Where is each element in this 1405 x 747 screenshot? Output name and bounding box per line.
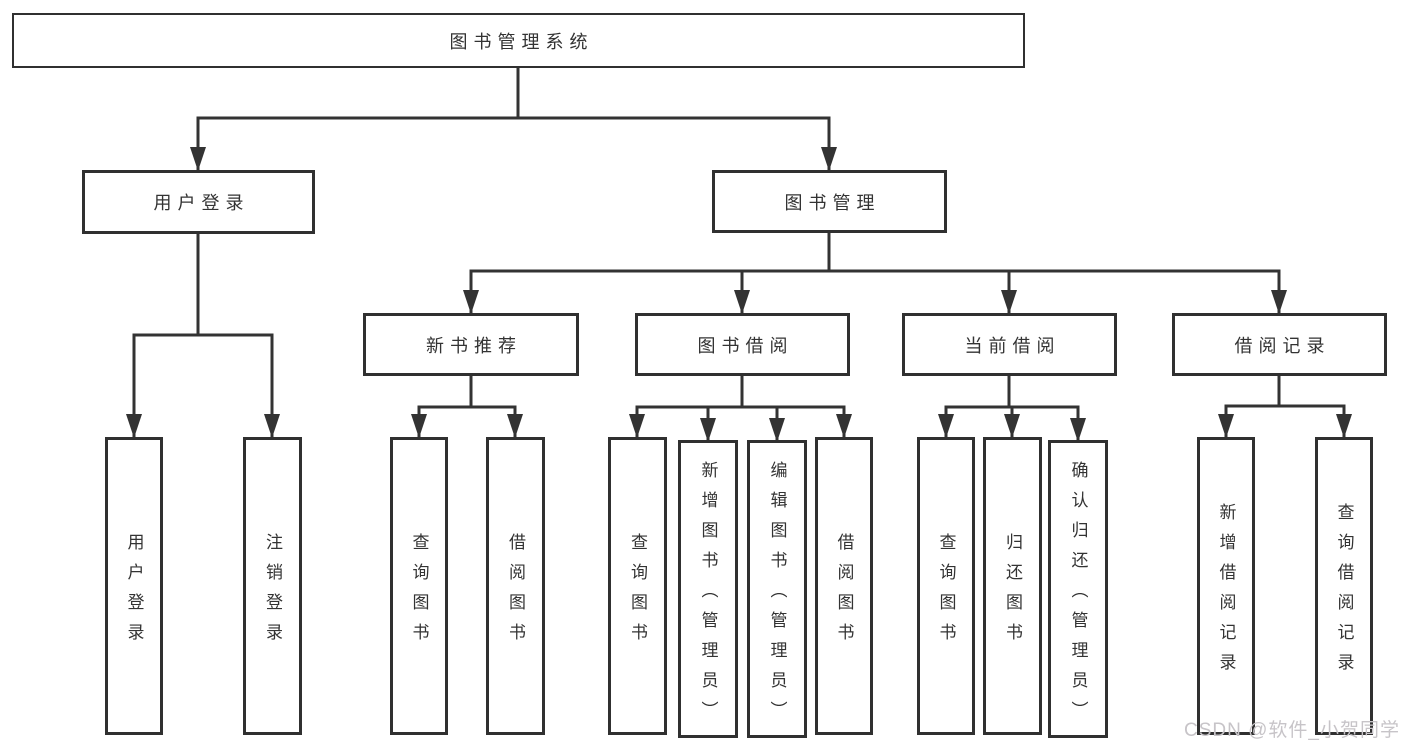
leaf-user-login: 用户登录 [105, 437, 163, 735]
node-book-mgmt-label: 图书管理 [784, 192, 881, 213]
leaf-newbook-borrow: 借阅图书 [486, 437, 545, 735]
node-book-borrow-label: 图书借阅 [697, 335, 794, 356]
leaf-newbook-query: 查询图书 [390, 437, 448, 735]
leaf-borrow-book: 借阅图书 [815, 437, 873, 735]
leaf-record-query: 查询借阅记录 [1315, 437, 1373, 735]
leaf-borrow-edit-admin-label: 编辑图书（管理员） [767, 460, 787, 731]
leaf-borrow-query: 查询图书 [608, 437, 667, 735]
leaf-record-add: 新增借阅记录 [1197, 437, 1255, 735]
leaf-record-query-label: 查询借阅记录 [1334, 502, 1354, 683]
node-current-borrow: 当前借阅 [902, 313, 1117, 376]
node-book-borrow: 图书借阅 [635, 313, 850, 376]
node-borrow-record: 借阅记录 [1172, 313, 1387, 376]
node-new-book-rec-label: 新书推荐 [426, 335, 522, 356]
node-user-login: 用户登录 [82, 170, 315, 234]
node-root-label: 图书管理系统 [449, 31, 594, 52]
leaf-logout-label: 注销登录 [263, 532, 282, 653]
leaf-borrow-book-label: 借阅图书 [834, 532, 854, 653]
leaf-user-login-label: 用户登录 [124, 532, 144, 653]
leaf-newbook-borrow-label: 借阅图书 [506, 532, 525, 653]
leaf-current-return-label: 归还图书 [1003, 532, 1022, 653]
leaf-borrow-query-label: 查询图书 [628, 532, 647, 653]
node-user-login-label: 用户登录 [153, 193, 250, 213]
leaf-newbook-query-label: 查询图书 [409, 532, 429, 653]
node-root: 图书管理系统 [12, 13, 1025, 68]
arrowhead-icons [126, 147, 1352, 442]
node-new-book-rec: 新书推荐 [363, 313, 579, 376]
node-current-borrow-label: 当前借阅 [964, 335, 1061, 356]
leaf-borrow-add-admin: 新增图书（管理员） [678, 440, 738, 738]
watermark: CSDN @软件_小贺同学 [1184, 720, 1400, 741]
node-borrow-record-label: 借阅记录 [1234, 335, 1331, 356]
connector-segments [132, 68, 1346, 443]
leaf-current-return: 归还图书 [983, 437, 1042, 735]
leaf-record-add-label: 新增借阅记录 [1216, 502, 1236, 683]
leaf-current-query: 查询图书 [917, 437, 975, 735]
leaf-borrow-edit-admin: 编辑图书（管理员） [747, 440, 807, 738]
leaf-logout: 注销登录 [243, 437, 302, 735]
leaf-borrow-add-admin-label: 新增图书（管理员） [698, 460, 718, 731]
leaf-current-query-label: 查询图书 [936, 532, 956, 653]
leaf-current-confirm-admin-label: 确认归还（管理员） [1068, 460, 1088, 731]
leaf-current-confirm-admin: 确认归还（管理员） [1048, 440, 1108, 738]
node-book-mgmt: 图书管理 [712, 170, 947, 233]
